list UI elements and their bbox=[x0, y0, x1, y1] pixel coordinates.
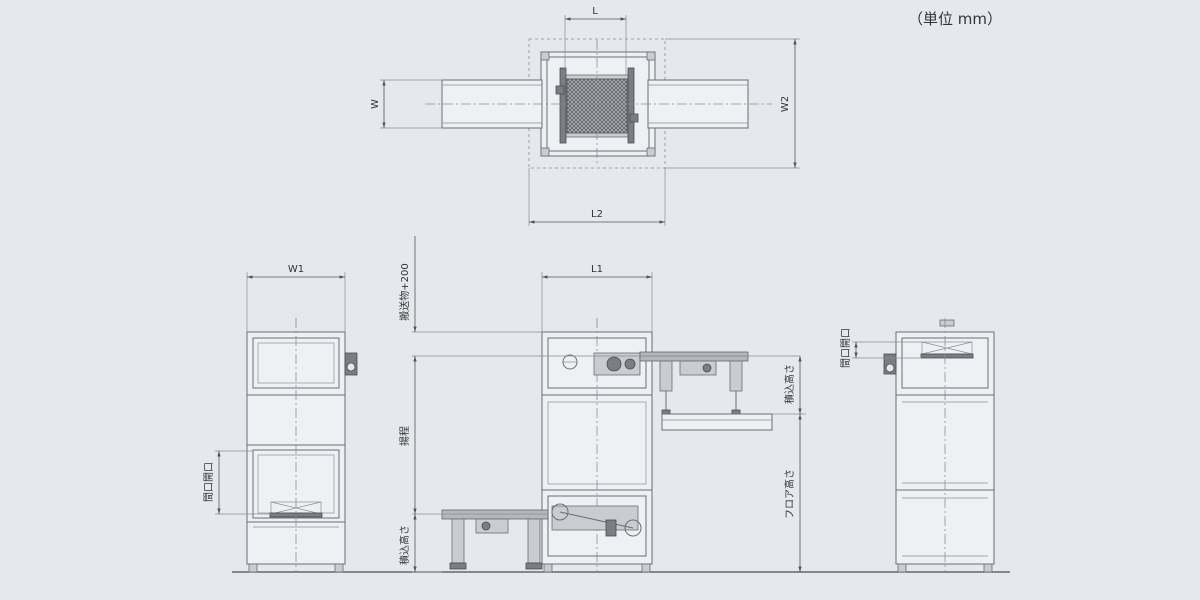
dim-label-L2: L2 bbox=[591, 209, 603, 220]
front-dimensions: 搬送物+200 揚程 積込高さ 積込高さ フロア高さ bbox=[398, 236, 806, 573]
dim-label-W2: W2 bbox=[780, 96, 791, 112]
left-side-view: W1 間口開口 bbox=[203, 264, 358, 573]
dim-label-opening-left: 間口開口 bbox=[203, 462, 215, 502]
front-elevation-view: L1 bbox=[541, 264, 653, 573]
dim-label-L1: L1 bbox=[591, 264, 603, 275]
upper-outfeed-conveyor bbox=[639, 351, 749, 415]
dim-label-opening-right: 間口開口 bbox=[840, 328, 852, 368]
dim-label-load-lower: 積込高さ bbox=[398, 525, 411, 565]
plan-roller-grid bbox=[566, 78, 628, 134]
dim-label-load-upper: 積込高さ bbox=[783, 364, 796, 404]
dim-label-L: L bbox=[592, 6, 598, 17]
plan-view: L W W2 L2 bbox=[370, 6, 800, 226]
dim-label-W1: W1 bbox=[288, 264, 304, 275]
upper-floor-slab bbox=[661, 413, 773, 431]
dim-label-carry: 搬送物+200 bbox=[398, 263, 411, 320]
lower-infeed-conveyor bbox=[441, 509, 549, 570]
dim-label-W: W bbox=[370, 99, 381, 109]
right-side-view: 間口開口 bbox=[840, 318, 995, 573]
unit-note: （単位 mm） bbox=[908, 10, 1002, 28]
dim-label-floor: フロア高さ bbox=[783, 469, 796, 519]
dim-label-stroke: 揚程 bbox=[398, 426, 411, 446]
